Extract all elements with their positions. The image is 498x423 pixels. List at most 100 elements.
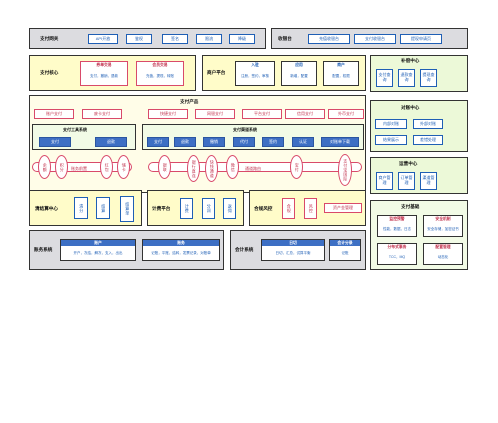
merchant-box-app-head: 应用: [282, 62, 316, 69]
account-balance[interactable]: 余额: [38, 155, 51, 179]
recon-internal[interactable]: 内部对账: [375, 119, 407, 129]
product-account-pay[interactable]: 账户支付: [34, 109, 74, 119]
settle-clear[interactable]: 清分: [74, 197, 88, 219]
account-box-ledger-body: 记账，平账，结转，发票记录，对账单: [151, 250, 211, 255]
merchant-box-merchant-body: 配置，权限: [332, 74, 350, 79]
account-box-account: 账户 开户，冻结，解冻，支入，出出: [60, 239, 136, 261]
accounting-title: 会计系统: [235, 247, 254, 252]
billing-rebate-label: 返佣: [227, 204, 233, 213]
merchant-box-onboard-body: 注册，签约，审核: [241, 74, 269, 79]
route-alipay-intl-label: 支付宝国际: [343, 158, 349, 182]
recon-error[interactable]: 差错处理: [413, 135, 443, 145]
route-bank-direct-label: 银行直连: [191, 159, 197, 178]
recon-result[interactable]: 结果展示: [375, 135, 407, 145]
account-storecard-label: 储卡: [121, 162, 127, 172]
pay-core-box-member: 会员交易 充值，提现，转账: [136, 61, 184, 86]
cashier-recharge[interactable]: 充值收银台: [308, 34, 350, 44]
product-credit-pay[interactable]: 信用支付: [285, 109, 325, 119]
account-routing-pill: 账务前置: [32, 162, 132, 172]
payment-gateway-title: 支付网关: [40, 36, 59, 41]
route-kuaiqian[interactable]: 快钱通道: [205, 155, 218, 182]
gateway-item-ratelimit[interactable]: 限流: [196, 34, 222, 44]
pay-core-box-member-head: 会员交易: [137, 62, 183, 69]
recon-external[interactable]: 外部对账: [413, 119, 443, 129]
billing-title: 计费平台: [152, 206, 171, 211]
channel-routing-label: 通道路由: [245, 165, 261, 171]
route-alipay-intl[interactable]: 支付宝国际: [338, 154, 352, 186]
channel-download[interactable]: 对账单下载: [321, 137, 359, 147]
route-wechat-label: 微信: [230, 162, 236, 172]
cashier-panel: 收银台 充值收银台 支付收银台 提现申请页: [271, 28, 468, 49]
merchant-box-app-body: 新增，配置: [290, 74, 308, 79]
settle-center-panel: 清结算中心 清分 结算 结算单: [29, 190, 142, 226]
product-ebank-pay[interactable]: 网银支付: [195, 109, 235, 119]
merchant-box-merchant-head: 商户: [324, 62, 358, 69]
query-refund[interactable]: 退款查询: [398, 69, 415, 87]
pay-product-panel: 支付产品 账户支付 废卡支付 快捷支付 网银支付 平台支付 信用支付 外币支付 …: [29, 95, 366, 193]
gateway-item-api[interactable]: API开放: [88, 34, 118, 44]
billing-fee[interactable]: 计费: [180, 198, 193, 219]
tools-pay[interactable]: 支付: [39, 137, 71, 147]
settle-clear-label: 清分: [79, 203, 85, 213]
query-pay[interactable]: 支付查询: [376, 69, 393, 87]
accounting-box-entry-head: 会计分录: [330, 240, 360, 247]
account-box-account-head: 账户: [61, 240, 135, 247]
route-bank-direct[interactable]: 银行直连: [187, 155, 200, 182]
risk-control[interactable]: 风控: [304, 198, 317, 219]
risk-compliance[interactable]: 合规: [282, 198, 295, 219]
ops-center-panel: 运营中心 商户管理 订单管理 渠道管理: [370, 157, 468, 194]
cashier-withdraw[interactable]: 提现申请页: [400, 34, 442, 44]
merchant-box-onboard: 入驻 注册，签约，审核: [235, 61, 275, 86]
risk-asset-mgmt[interactable]: 资产金管理: [324, 203, 362, 213]
route-kuaiqian-label: 快钱通道: [209, 159, 215, 178]
channel-sign[interactable]: 签约: [262, 137, 284, 147]
account-redpack[interactable]: 红包: [100, 155, 113, 179]
product-quick-pay[interactable]: 快捷支付: [148, 109, 188, 119]
pay-basics-panel: 支付基础 监控预警 性能，数据，日志 安全机制 安全存储，加密证书 分布式事务 …: [370, 200, 468, 270]
route-wechat[interactable]: 微信: [226, 155, 239, 179]
billing-rebate[interactable]: 返佣: [223, 198, 236, 219]
channel-revoke[interactable]: 撤销: [203, 137, 225, 147]
settle-statement[interactable]: 结算单: [120, 196, 134, 222]
account-points-label: 积分: [59, 162, 65, 172]
account-points[interactable]: 积分: [55, 155, 68, 179]
billing-panel: 计费平台 计费 分润 返佣: [147, 190, 244, 226]
basics-security-head: 安全机制: [424, 216, 462, 223]
query-withdraw[interactable]: 提现查询: [420, 69, 437, 87]
risk-compliance-label: 合规: [286, 204, 292, 213]
merchant-platform-title: 商户平台: [207, 70, 226, 75]
route-unionpay-label: 银联: [162, 162, 168, 172]
pay-tools-panel: 支付工具系统 支付 退款: [32, 124, 136, 150]
pay-core-box-member-body: 充值，提现，转账: [146, 74, 174, 79]
ops-order[interactable]: 订单管理: [398, 172, 415, 190]
basics-config-head: 配置管理: [424, 244, 462, 251]
risk-title: 合规风控: [254, 206, 273, 211]
product-platform-pay[interactable]: 平台支付: [242, 109, 282, 119]
merchant-box-merchant: 商户 配置，权限: [323, 61, 359, 86]
gateway-item-sign[interactable]: 签名: [162, 34, 188, 44]
recon-center-panel: 对账中心 内部对账 外部对账 结果展示 差错处理: [370, 100, 468, 152]
account-box-ledger-head: 账务: [143, 240, 219, 247]
gateway-item-degrade[interactable]: 降级: [229, 34, 255, 44]
settle-settle[interactable]: 结算: [96, 197, 110, 219]
channel-verify[interactable]: 认证: [292, 137, 314, 147]
billing-share[interactable]: 分润: [202, 198, 215, 219]
gateway-item-auth[interactable]: 鉴权: [126, 34, 152, 44]
cashier-pay[interactable]: 支付收银台: [354, 34, 396, 44]
route-baofu[interactable]: 宝付: [290, 155, 303, 179]
basics-security: 安全机制 安全存储，加密证书: [423, 215, 463, 237]
product-card-pay[interactable]: 废卡支付: [82, 109, 122, 119]
pay-product-title: 支付产品: [180, 99, 199, 104]
tools-refund[interactable]: 退款: [95, 137, 127, 147]
account-storecard[interactable]: 储卡: [117, 155, 130, 179]
route-unionpay[interactable]: 银联: [158, 155, 171, 179]
ops-channel[interactable]: 渠道管理: [420, 172, 437, 190]
accounting-box-daycut: 日切 日切，汇总，试算平衡: [261, 239, 325, 261]
risk-control-label: 风控: [308, 204, 314, 213]
basics-monitor-body: 性能，数据，日志: [383, 226, 411, 231]
product-foreign-pay[interactable]: 外币支付: [328, 109, 364, 119]
channel-refund[interactable]: 退款: [174, 137, 196, 147]
ops-merchant[interactable]: 商户管理: [376, 172, 393, 190]
channel-pay[interactable]: 支付: [147, 137, 169, 147]
channel-payout[interactable]: 代付: [233, 137, 255, 147]
